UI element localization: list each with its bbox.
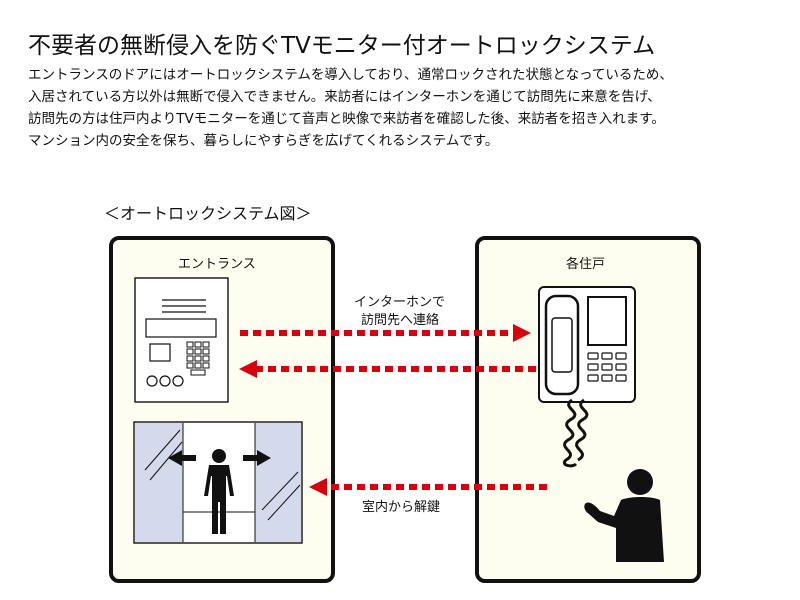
intercom-label-line2: 訪問先へ連絡 [361, 313, 440, 328]
description-line: 訪問先の方は住戸内よりTVモニターを通じて音声と映像で来訪者を確認した後、来訪者… [28, 111, 665, 127]
resident-person-icon [584, 469, 664, 562]
visitor-person-icon [204, 449, 234, 534]
description-line: 入居されている方以外は無断で侵入できません。来訪者にはインターホンを通じて訪問先… [28, 89, 661, 105]
unit-label: 各住戸 [566, 257, 606, 272]
description: エントランスのドアにはオートロックシステムを導入しており、通常ロックされた状態と… [28, 64, 788, 152]
right-arrow-icon [243, 450, 271, 466]
tv-monitor-intercom-icon [538, 286, 636, 468]
diagram-title: ＜オートロックシステム図＞ [104, 204, 312, 223]
unlock-label: 室内から解鍵 [362, 500, 441, 515]
page-title: 不要者の無断侵入を防ぐTVモニター付オートロックシステム [28, 33, 656, 59]
entrance-intercom-panel-icon [134, 277, 229, 403]
description-line: マンション内の安全を保ち、暮らしにやすらぎを広げてくれるシステムです。 [28, 133, 499, 149]
entrance-label: エントランス [178, 257, 256, 272]
left-arrow-icon [168, 450, 196, 466]
unit-panel [475, 236, 701, 583]
description-line: エントランスのドアにはオートロックシステムを導入しており、通常ロックされた状態と… [28, 67, 673, 83]
intercom-label-line1: インターホンで [354, 295, 446, 310]
